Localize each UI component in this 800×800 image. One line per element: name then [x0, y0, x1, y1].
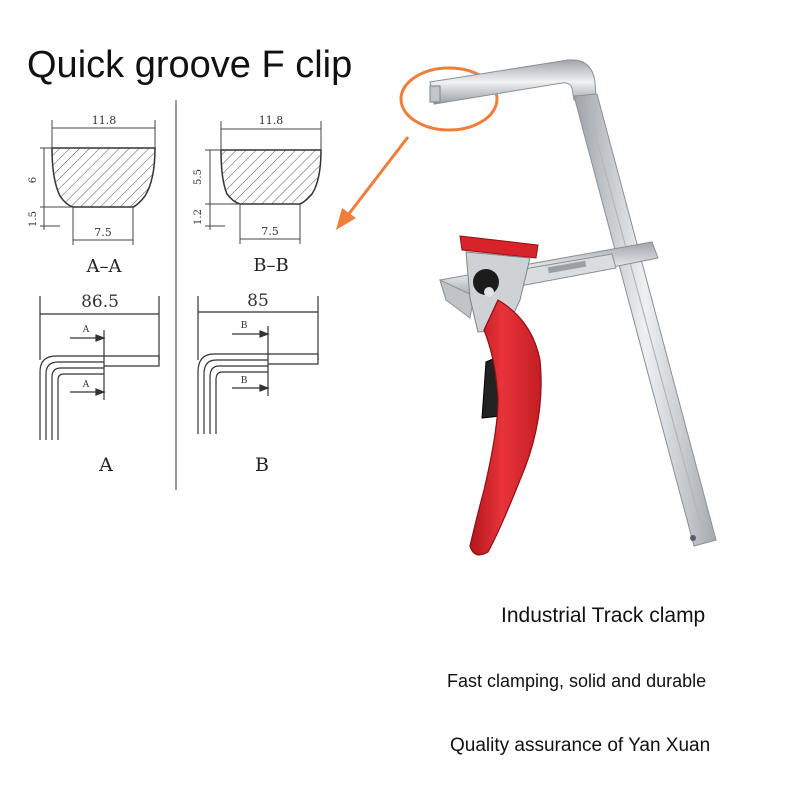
- rail-a-view: [39, 296, 160, 440]
- profile-b-section: [205, 121, 322, 244]
- f-clamp-image: [429, 59, 717, 556]
- rail-a-marker-bottom: A: [82, 380, 90, 390]
- section-label-b: B–B: [253, 255, 288, 276]
- caption-industrial-track-clamp: Industrial Track clamp: [501, 604, 706, 627]
- profile-b-slot: 7.5: [261, 225, 279, 238]
- view-label-b: B: [255, 454, 269, 476]
- pointer-arrowhead: [336, 208, 356, 230]
- caption-quality-assurance: Quality assurance of Yan Xuan: [450, 735, 711, 756]
- highlight-circle: [399, 66, 499, 132]
- product-title: Quick groove F clip: [27, 44, 353, 86]
- section-label-a: A–A: [86, 256, 123, 277]
- view-label-a: A: [98, 454, 113, 476]
- pointer-arrow: [346, 136, 410, 216]
- rail-b-view: [197, 296, 319, 434]
- rail-a-length: 86.5: [81, 292, 119, 312]
- rail-b-length: 85: [247, 291, 269, 311]
- profile-b-lip: 1.2: [193, 209, 204, 225]
- profile-a-height: 6: [28, 177, 39, 183]
- rail-b-marker-top: B: [241, 321, 248, 331]
- profile-a-width: 11.8: [92, 114, 117, 127]
- profile-a-slot: 7.5: [94, 226, 112, 239]
- profile-a-lip: 1.5: [28, 211, 39, 227]
- rail-a-marker-top: A: [82, 325, 90, 335]
- caption-fast-clamping: Fast clamping, solid and durable: [447, 671, 707, 691]
- rail-b-marker-bottom: B: [241, 376, 248, 386]
- profile-b-width: 11.8: [259, 114, 284, 127]
- profile-a-section: [40, 120, 156, 245]
- profile-b-height: 5.5: [193, 169, 204, 185]
